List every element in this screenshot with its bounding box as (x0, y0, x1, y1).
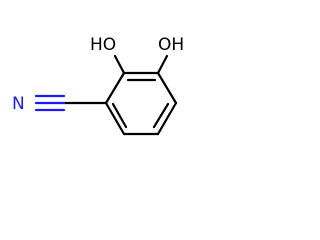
bond-to-left-hydroxyl (113, 54, 126, 75)
right-hydroxyl-label: OH (158, 35, 184, 55)
molecule-structure: HO OH N (12, 35, 184, 136)
molecule-canvas: HO OH N (12, 35, 185, 136)
left-hydroxyl-label: HO (90, 35, 116, 55)
ring-bond-left (104, 71, 126, 105)
ring-bond-right (156, 101, 178, 136)
ring-double-bond-bottom-left (111, 102, 128, 129)
nitrile-nitrogen-label: N (12, 94, 25, 114)
ring-bond-bottom-left (104, 101, 126, 136)
ring-double-bond-right (152, 102, 170, 129)
ring-bond-top-right (156, 71, 178, 105)
bond-to-right-hydroxyl (156, 54, 169, 75)
